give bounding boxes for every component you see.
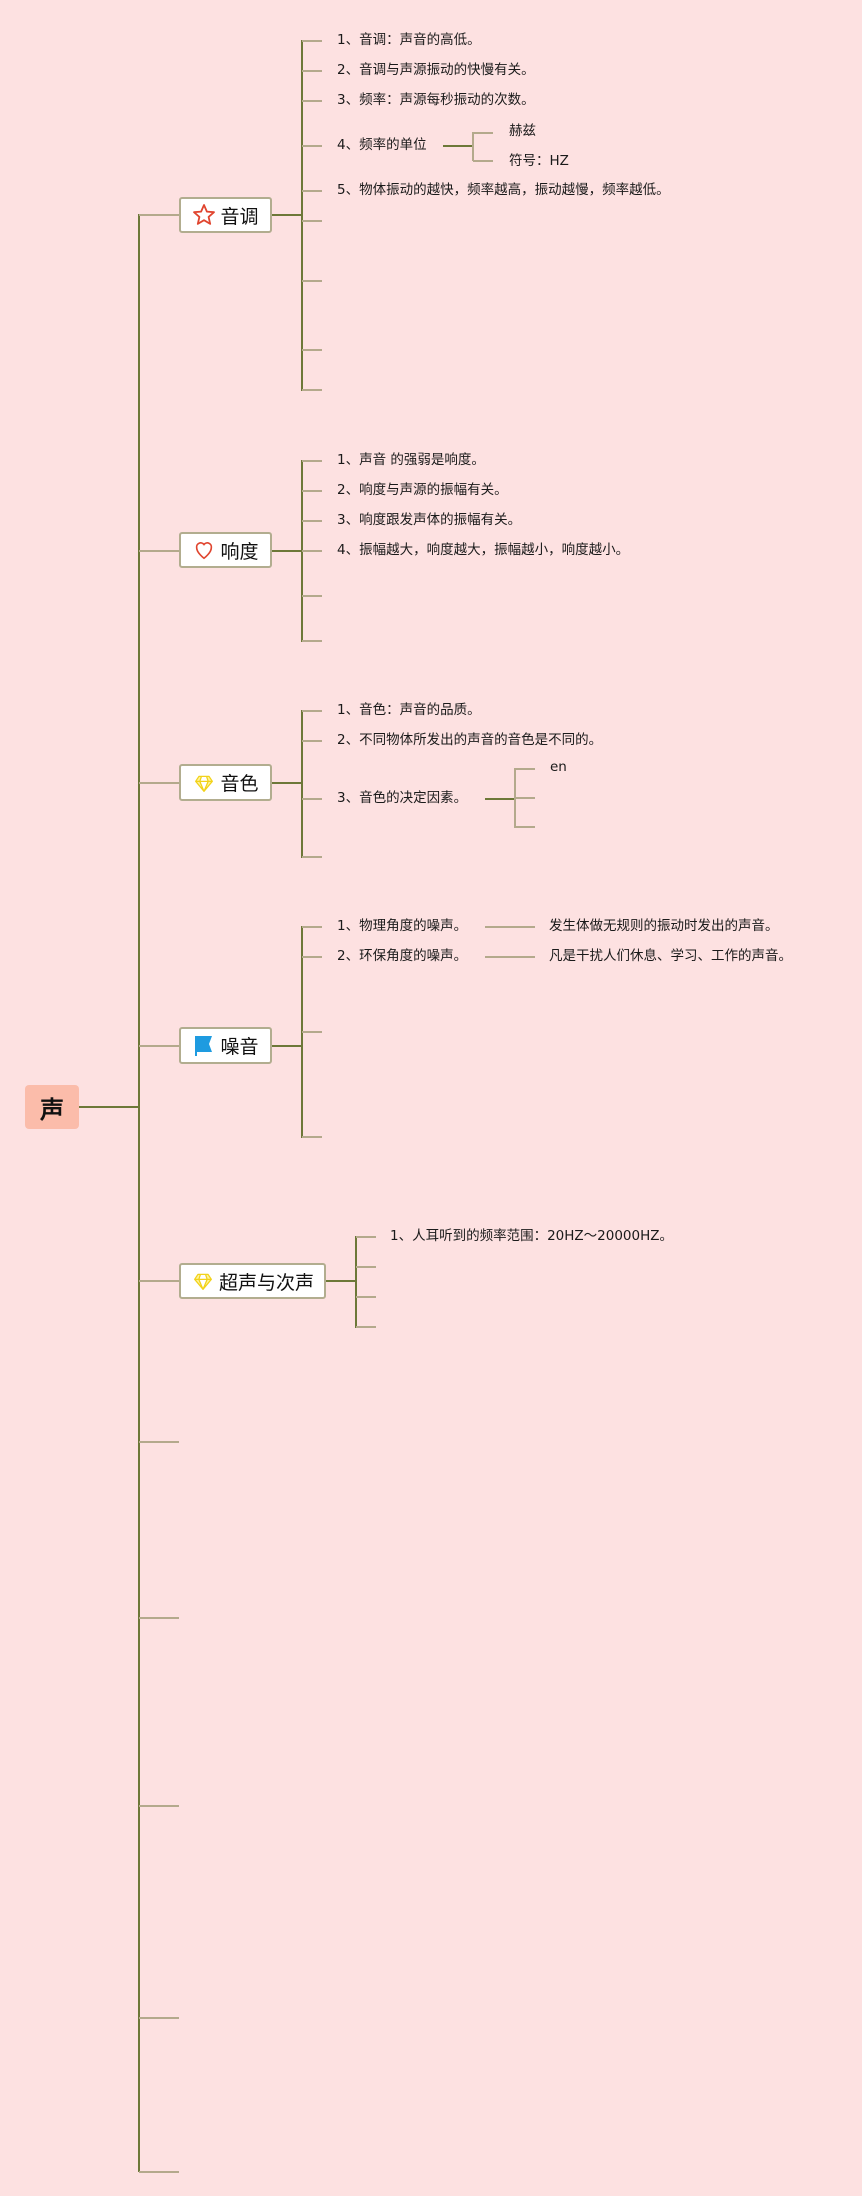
list-item: 1、音色：声音的品质。	[337, 702, 481, 718]
connector	[302, 1031, 322, 1033]
connector	[302, 220, 322, 222]
connector	[356, 1236, 376, 1238]
connector	[515, 797, 535, 799]
connector	[272, 214, 302, 216]
connector	[472, 132, 474, 161]
connector	[272, 550, 302, 552]
node-label: 噪音	[220, 1036, 259, 1058]
connector	[272, 1045, 302, 1047]
root-label: 声	[40, 1095, 64, 1124]
connector	[485, 798, 515, 800]
detail-item: 凡是干扰人们休息、学习、工作的声音。	[549, 948, 792, 964]
list-item: 2、音调与声源振动的快慢有关。	[337, 62, 535, 78]
connector	[302, 550, 322, 552]
list-item: 5、物体振动的越快，频率越高，振动越慢，频率越低。	[337, 182, 670, 198]
connector	[302, 100, 322, 102]
connector	[302, 520, 322, 522]
connector	[139, 214, 179, 216]
root-node[interactable]: 声	[25, 1085, 79, 1129]
connector	[485, 926, 535, 928]
connector	[356, 1266, 376, 1268]
connector	[302, 190, 322, 192]
heart-icon	[192, 538, 216, 562]
connector	[515, 826, 535, 828]
connector	[79, 1106, 139, 1108]
list-item: 2、不同物体所发出的声音的音色是不同的。	[337, 732, 603, 748]
detail-item: 发生体做无规则的振动时发出的声音。	[549, 918, 779, 934]
connector	[139, 1045, 179, 1047]
node-ultrasound-infrasound[interactable]: 超声与次声	[179, 1263, 326, 1299]
empty-branch	[139, 2017, 179, 2019]
connector	[139, 1280, 179, 1282]
list-item: 1、声音 的强弱是响度。	[337, 452, 485, 468]
list-item: 1、音调：声音的高低。	[337, 32, 481, 48]
connector	[302, 595, 322, 597]
connector	[272, 782, 302, 784]
flag-icon	[192, 1034, 216, 1058]
connector	[302, 710, 322, 712]
sub-item: 赫兹	[509, 123, 536, 139]
connector	[302, 349, 322, 351]
node-label: 音色	[220, 773, 259, 795]
list-item: 4、振幅越大，响度越大，振幅越小，响度越小。	[337, 542, 630, 558]
connector	[356, 1296, 376, 1298]
connector	[356, 1326, 376, 1328]
list-item: 4、频率的单位	[337, 137, 427, 153]
diamond-icon	[191, 1269, 215, 1293]
star-icon	[192, 203, 216, 227]
connector	[302, 956, 322, 958]
connector	[473, 160, 493, 162]
sub-item: en	[550, 759, 567, 775]
connector	[302, 856, 322, 858]
list-item: 3、音色的决定因素。	[337, 790, 468, 806]
connector	[443, 145, 473, 147]
connector	[485, 956, 535, 958]
node-loudness[interactable]: 响度	[179, 532, 272, 568]
connector	[302, 490, 322, 492]
connector	[302, 1136, 322, 1138]
connector	[515, 768, 535, 770]
connector	[302, 740, 322, 742]
connector	[302, 40, 322, 42]
empty-branch	[139, 1617, 179, 1619]
connector	[301, 710, 303, 858]
connector	[302, 926, 322, 928]
connector	[302, 460, 322, 462]
connector	[355, 1236, 357, 1328]
node-label: 音调	[220, 205, 259, 228]
empty-branch	[139, 1805, 179, 1807]
node-label: 超声与次声	[218, 1271, 314, 1294]
main-trunk	[138, 214, 140, 2172]
node-timbre[interactable]: 音色	[179, 764, 272, 801]
connector	[302, 145, 322, 147]
connector	[326, 1280, 356, 1282]
connector	[139, 550, 179, 552]
empty-branch	[139, 2171, 179, 2173]
connector	[302, 70, 322, 72]
connector	[302, 798, 322, 800]
connector	[473, 132, 493, 134]
sub-item: 符号：HZ	[509, 153, 569, 169]
list-item: 2、响度与声源的振幅有关。	[337, 482, 508, 498]
empty-branch	[139, 1441, 179, 1443]
node-label: 响度	[220, 540, 259, 563]
node-pitch[interactable]: 音调	[179, 197, 272, 233]
connector	[302, 280, 322, 282]
list-item: 2、环保角度的噪声。	[337, 948, 468, 964]
connector	[139, 782, 179, 784]
connector	[302, 389, 322, 391]
list-item: 1、物理角度的噪声。	[337, 918, 468, 934]
diamond-icon	[192, 771, 216, 795]
node-noise[interactable]: 噪音	[179, 1027, 272, 1064]
list-item: 3、响度跟发声体的振幅有关。	[337, 512, 522, 528]
branch-line	[301, 40, 303, 391]
list-item: 1、人耳听到的频率范围：20HZ～20000HZ。	[390, 1228, 674, 1244]
connector	[302, 640, 322, 642]
list-item: 3、频率：声源每秒振动的次数。	[337, 92, 535, 108]
